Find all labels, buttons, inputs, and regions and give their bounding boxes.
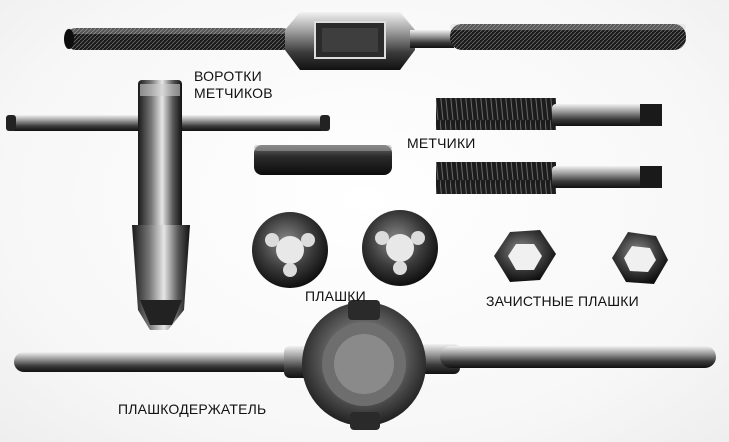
label-tap-wrench-line2: МЕТЧИКОВ (194, 85, 273, 101)
label-tap-wrench-line1: ВОРОТКИ (194, 68, 262, 84)
label-rethreading-dies: ЗАЧИСТНЫЕ ПЛАШКИ (486, 293, 639, 309)
label-dies: ПЛАШКИ (305, 288, 366, 304)
die-stock (14, 300, 716, 430)
hex-dies (494, 230, 668, 284)
t-handle-tap-wrench (6, 80, 330, 330)
top-tap-wrench (64, 12, 686, 70)
label-die-stock: ПЛАШКОДЕРЖАТЕЛЬ (118, 401, 267, 417)
taps-group (254, 98, 662, 194)
round-dies (252, 210, 438, 288)
label-taps: МЕТЧИКИ (407, 135, 476, 151)
